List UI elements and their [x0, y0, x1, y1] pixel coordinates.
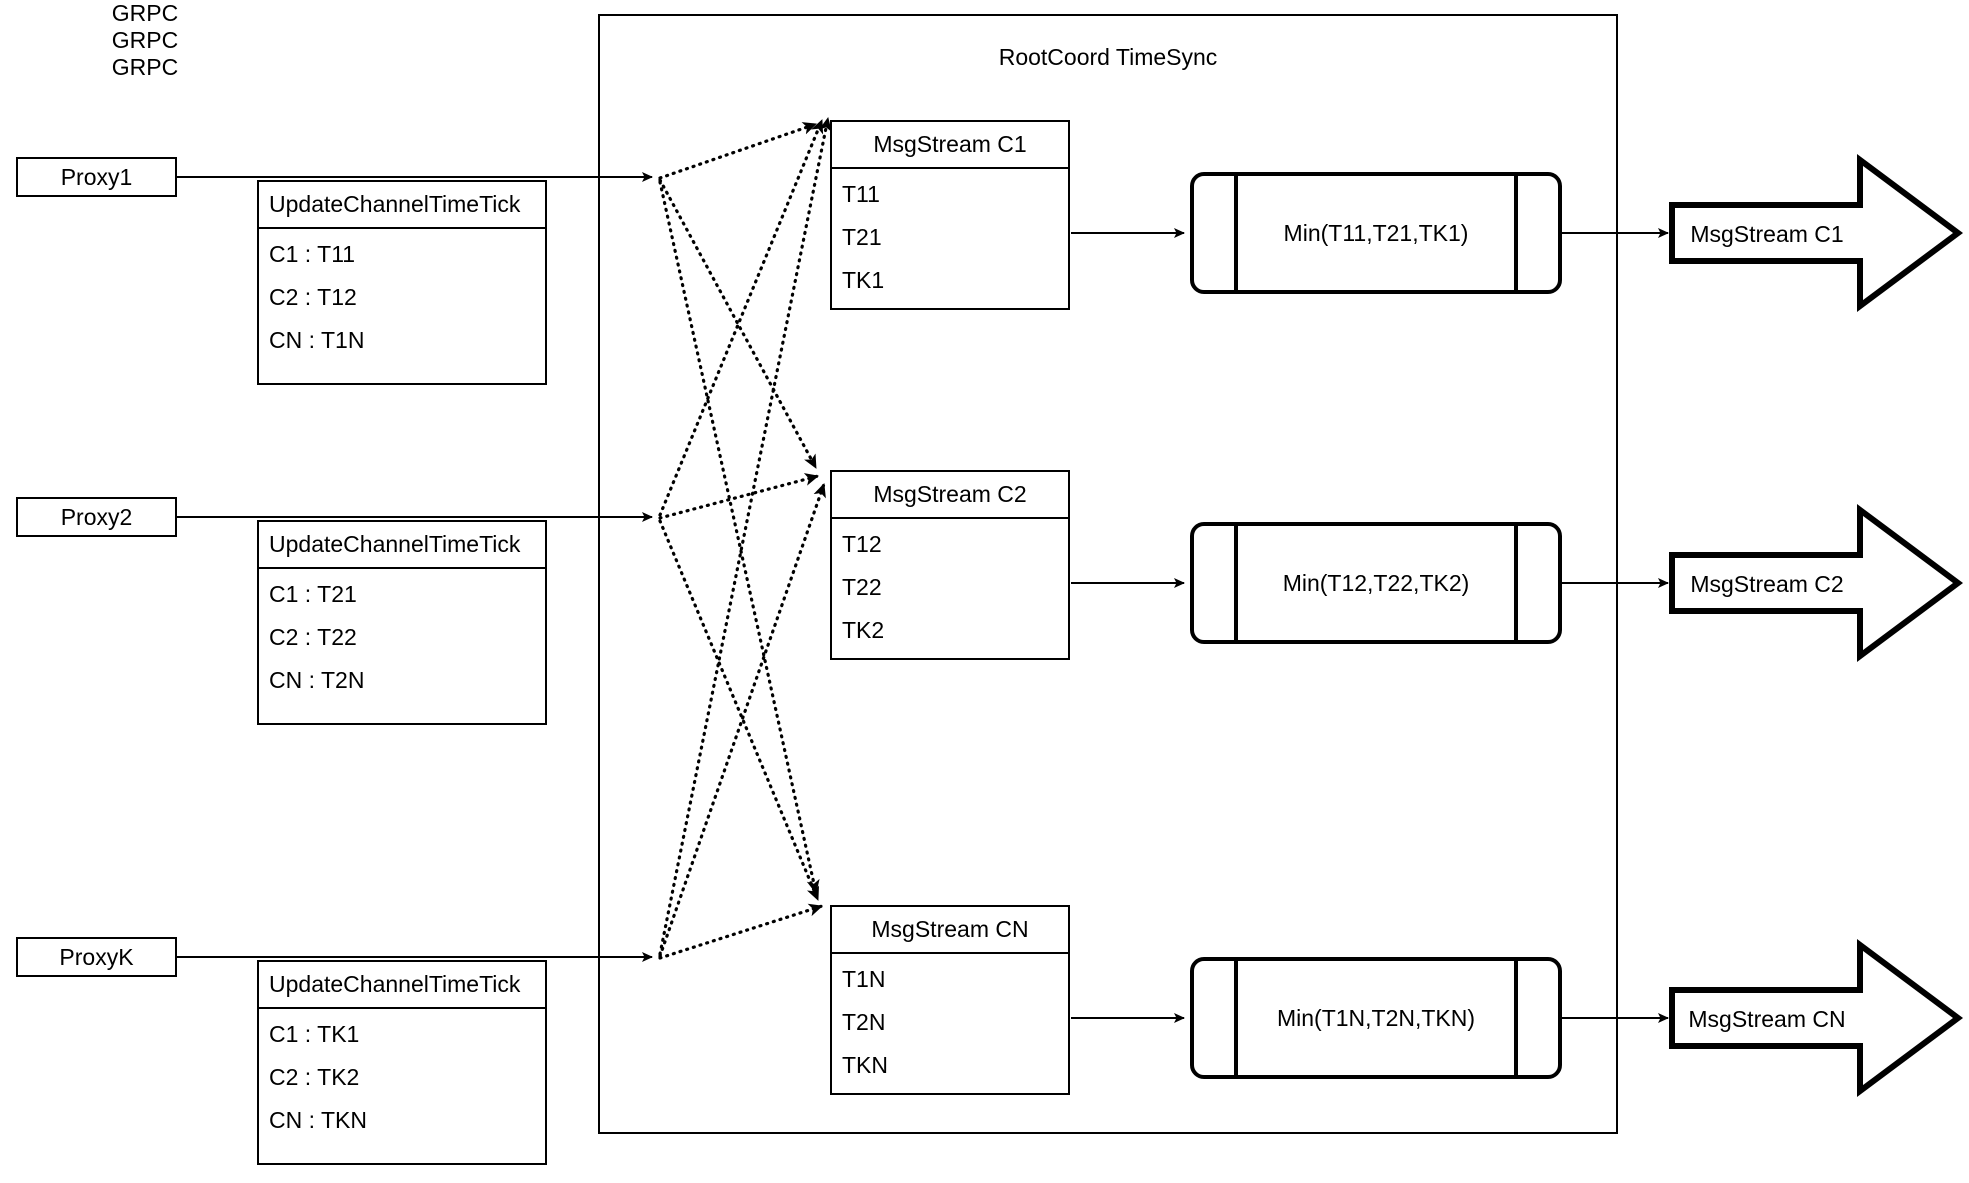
table-row: CN : T1N	[269, 327, 365, 353]
proxy-label-1: Proxy1	[60, 163, 133, 190]
table-row: T22	[842, 574, 882, 600]
table-row: TK1	[842, 267, 885, 293]
table-row: C1 : TK1	[269, 1021, 360, 1047]
output-arrow-label-c1: MsgStream C1	[1690, 221, 1844, 247]
output-arrow-label-c2: MsgStream C2	[1690, 571, 1844, 597]
msgstream-buffer-rows-c2: T12 T22 TK2	[832, 519, 1068, 658]
update-channel-timetick-title-k: UpdateChannelTimeTick	[259, 962, 545, 1009]
grpc-label-k: GRPC	[111, 54, 179, 80]
table-row: C2 : TK2	[269, 1064, 360, 1090]
process-divider-left	[1234, 957, 1238, 1079]
table-row: T1N	[842, 966, 886, 992]
grpc-label-2: GRPC	[111, 27, 179, 53]
table-row: C2 : T22	[269, 624, 357, 650]
grpc-label-1: GRPC	[111, 0, 179, 26]
proxy-label-k: ProxyK	[59, 943, 134, 970]
table-row: T11	[842, 181, 880, 207]
process-divider-right	[1514, 172, 1518, 294]
update-channel-timetick-title-2: UpdateChannelTimeTick	[259, 522, 545, 569]
proxy-box-k[interactable]: ProxyK	[16, 937, 177, 977]
min-process-box-cn: Min(T1N,T2N,TKN)	[1190, 957, 1562, 1079]
proxy-box-1[interactable]: Proxy1	[16, 157, 177, 197]
update-channel-timetick-rows-k: C1 : TK1 C2 : TK2 CN : TKN	[259, 1009, 545, 1163]
table-row: T12	[842, 531, 882, 557]
table-row: TK2	[842, 617, 885, 643]
table-row: T2N	[842, 1009, 886, 1035]
output-block-arrows	[1669, 154, 1964, 1097]
table-row: CN : TKN	[269, 1107, 367, 1133]
table-row: CN : T2N	[269, 667, 365, 693]
min-process-label-cn: Min(T1N,T2N,TKN)	[1276, 1004, 1476, 1031]
table-row: C1 : T11	[269, 241, 356, 267]
update-channel-timetick-title-1: UpdateChannelTimeTick	[259, 182, 545, 229]
process-divider-right	[1514, 522, 1518, 644]
min-process-label-c2: Min(T12,T22,TK2)	[1282, 569, 1470, 596]
min-process-label-c1: Min(T11,T21,TK1)	[1283, 219, 1469, 246]
min-process-box-c1: Min(T11,T21,TK1)	[1190, 172, 1562, 294]
proxy-label-2: Proxy2	[60, 503, 133, 530]
msgstream-buffer-rows-cn: T1N T2N TKN	[832, 954, 1068, 1093]
process-divider-left	[1234, 172, 1238, 294]
table-row: C2 : T12	[269, 284, 357, 310]
msgstream-buffer-title-cn: MsgStream CN	[832, 907, 1068, 954]
table-row: T21	[842, 224, 882, 250]
rootcoord-timesync-title: RootCoord TimeSync	[998, 44, 1218, 70]
msgstream-buffer-c1: MsgStream C1 T11 T21 TK1	[830, 120, 1070, 310]
output-arrow-label-cn: MsgStream CN	[1688, 1006, 1846, 1032]
table-row: C1 : T21	[269, 581, 357, 607]
msgstream-buffer-title-c2: MsgStream C2	[832, 472, 1068, 519]
min-process-box-c2: Min(T12,T22,TK2)	[1190, 522, 1562, 644]
process-divider-right	[1514, 957, 1518, 1079]
msgstream-buffer-cn: MsgStream CN T1N T2N TKN	[830, 905, 1070, 1095]
update-channel-timetick-box-k: UpdateChannelTimeTick C1 : TK1 C2 : TK2 …	[257, 960, 547, 1165]
update-channel-timetick-box-1: UpdateChannelTimeTick C1 : T11 C2 : T12 …	[257, 180, 547, 385]
update-channel-timetick-rows-2: C1 : T21 C2 : T22 CN : T2N	[259, 569, 545, 723]
update-channel-timetick-box-2: UpdateChannelTimeTick C1 : T21 C2 : T22 …	[257, 520, 547, 725]
msgstream-buffer-c2: MsgStream C2 T12 T22 TK2	[830, 470, 1070, 660]
table-row: TKN	[842, 1052, 888, 1078]
msgstream-buffer-title-c1: MsgStream C1	[832, 122, 1068, 169]
process-divider-left	[1234, 522, 1238, 644]
update-channel-timetick-rows-1: C1 : T11 C2 : T12 CN : T1N	[259, 229, 545, 383]
msgstream-buffer-rows-c1: T11 T21 TK1	[832, 169, 1068, 308]
rootcoord-timesync-group	[598, 14, 1618, 1134]
proxy-box-2[interactable]: Proxy2	[16, 497, 177, 537]
